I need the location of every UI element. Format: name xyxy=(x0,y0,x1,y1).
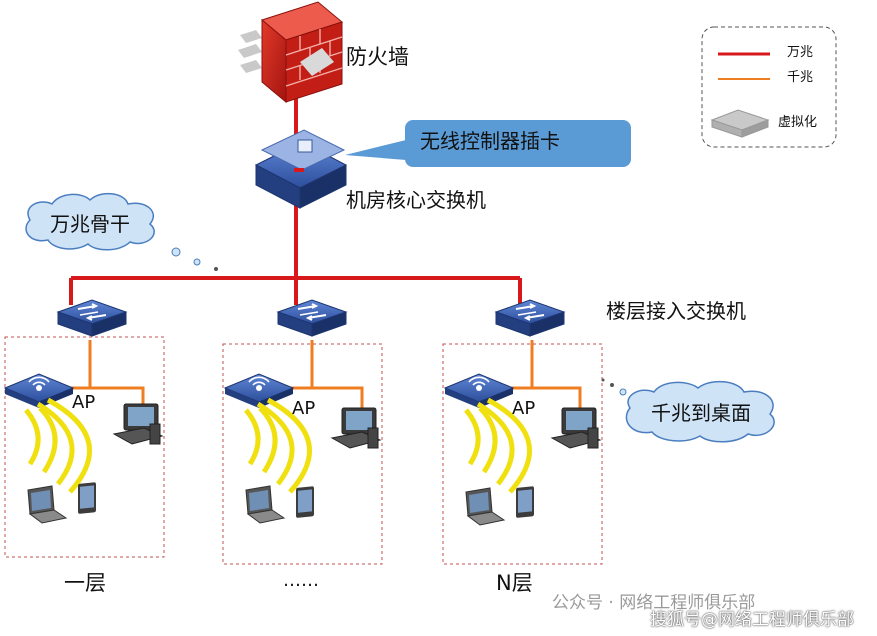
legend-ten-gig-label: 万兆 xyxy=(787,45,814,60)
firewall-label: 防火墙 xyxy=(346,45,409,69)
wireless-card-label: 无线控制器插卡 xyxy=(420,129,560,153)
cloud-desktop xyxy=(601,378,775,443)
tablet-icon-2 xyxy=(296,486,314,518)
desktop-label: 千兆到桌面 xyxy=(651,401,751,425)
desktop-pc-icon-1 xyxy=(113,403,163,445)
access-switch-label: 楼层接入交换机 xyxy=(606,299,746,323)
watermark-line1: 公众号 · 网络工程师俱乐部 xyxy=(552,593,756,613)
legend xyxy=(701,26,837,148)
floor1-label: 一层 xyxy=(64,571,106,595)
core-switch-icon xyxy=(254,129,348,209)
wifi-signal-icon-1 xyxy=(26,400,90,492)
floor-box-2 xyxy=(222,343,383,565)
laptop-icon-2 xyxy=(245,485,285,524)
backbone-label: 万兆骨干 xyxy=(50,212,130,236)
desktop-pc-icon-3 xyxy=(551,407,601,449)
ap-label-3: AP xyxy=(512,398,536,419)
floor-box-1 xyxy=(4,336,165,558)
desktop-pc-icon-2 xyxy=(331,407,381,449)
callout-box xyxy=(405,120,631,167)
access-switch-icon-1 xyxy=(57,299,127,337)
ap-label-1: AP xyxy=(72,392,96,413)
cloud-backbone xyxy=(25,192,218,271)
core-switch-label: 机房核心交换机 xyxy=(346,188,486,212)
floor-mid-label: …… xyxy=(283,570,319,591)
access-switch-icon-3 xyxy=(495,299,565,337)
tablet-icon-3 xyxy=(516,486,534,518)
tablet-icon-1 xyxy=(78,482,96,514)
callout-pointer xyxy=(345,140,406,160)
firewall-icon xyxy=(238,1,344,104)
legend-gig-label: 千兆 xyxy=(787,70,814,85)
legend-virtual-label: 虚拟化 xyxy=(778,115,818,130)
watermark-line2: 搜狐号@网络工程师俱乐部 xyxy=(650,610,854,630)
laptop-icon-1 xyxy=(27,485,67,524)
floor-box-3 xyxy=(442,343,603,565)
floorN-label: N层 xyxy=(496,571,533,595)
legend-virtual-icon xyxy=(710,109,770,138)
access-switch-icon-2 xyxy=(277,299,347,337)
laptop-icon-3 xyxy=(465,487,505,526)
ap-label-2: AP xyxy=(292,398,316,419)
